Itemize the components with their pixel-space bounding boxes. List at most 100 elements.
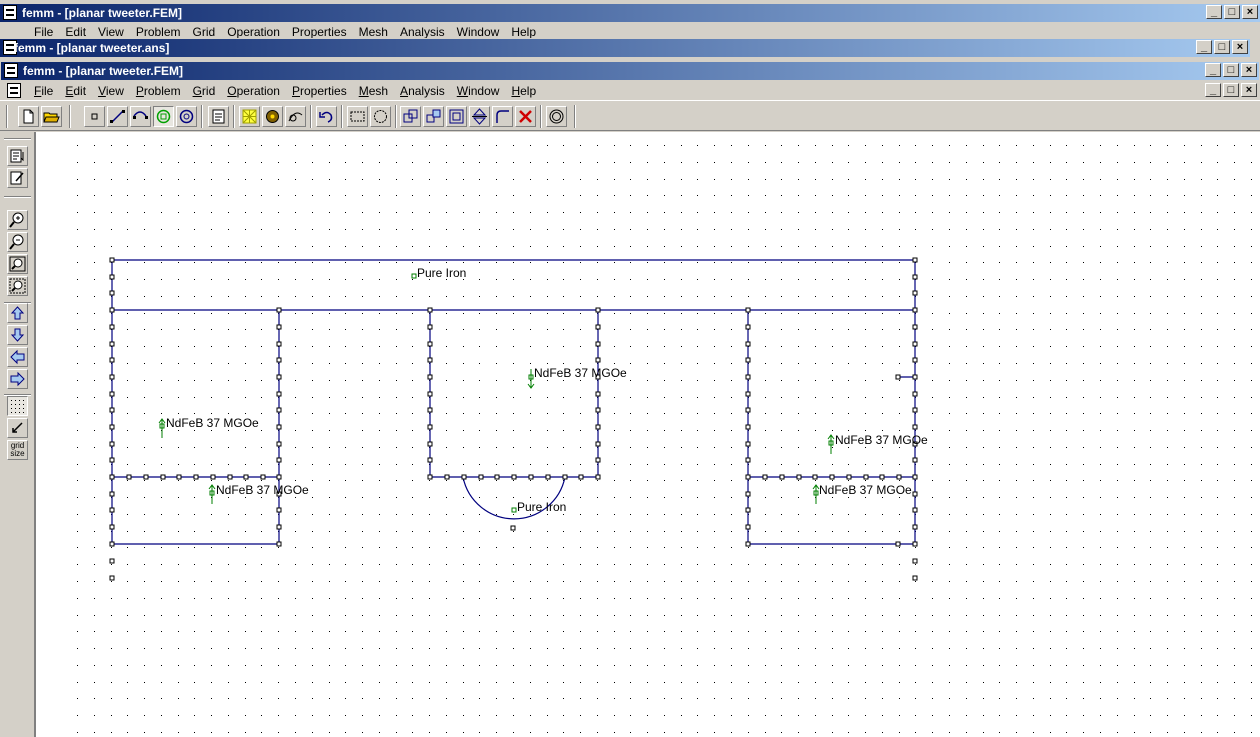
ans-maximize-button[interactable]: □ <box>1214 40 1230 54</box>
maximize-button[interactable]: □ <box>1224 5 1240 19</box>
undo-icon[interactable] <box>316 106 337 127</box>
block-label-ndfeb-left[interactable]: NdFeB 37 MGOe <box>158 416 259 438</box>
geometry <box>111 259 916 545</box>
node-mode-icon[interactable] <box>84 106 105 127</box>
back-menu-problem[interactable]: Problem <box>135 25 181 38</box>
minimize-button[interactable]: _ <box>1206 5 1222 19</box>
fem-maximize-button[interactable]: □ <box>1223 63 1239 77</box>
back-window-titlebar[interactable]: femm - [planar tweeter.FEM] _ □ × <box>0 4 1260 22</box>
back-menu-grid[interactable]: Grid <box>192 25 216 38</box>
pan-up-icon[interactable] <box>7 303 28 323</box>
create-mesh-icon[interactable] <box>239 106 260 127</box>
geometry-nodes <box>109 257 918 581</box>
close-button[interactable]: × <box>1242 5 1258 19</box>
label-pure-iron-bottom: Pure Iron <box>517 500 566 514</box>
label-ndfeb-center: NdFeB 37 MGOe <box>534 366 627 380</box>
drawing-canvas[interactable]: Pure Iron NdFeB 37 MGOe NdFeB 37 MGOe Nd… <box>35 132 1260 737</box>
ans-system-icon[interactable] <box>3 40 17 55</box>
ans-window-titlebar[interactable]: femm - [planar tweeter.ans] _ □ × <box>0 39 1250 57</box>
view-results-icon[interactable] <box>285 106 306 127</box>
back-menu-operation[interactable]: Operation <box>227 25 280 38</box>
fem-window-titlebar[interactable]: femm - [planar tweeter.FEM] _ □ × <box>1 62 1259 80</box>
mdi-restore-button[interactable]: □ <box>1223 83 1239 97</box>
select-box-icon[interactable] <box>347 106 368 127</box>
segment-mode-icon[interactable] <box>107 106 128 127</box>
scale-icon[interactable] <box>446 106 467 127</box>
geometry-drawing[interactable]: Pure Iron NdFeB 37 MGOe NdFeB 37 MGOe Nd… <box>36 132 1260 737</box>
mdi-minimize-button[interactable]: _ <box>1205 83 1221 97</box>
block-label-ndfeb-center[interactable]: NdFeB 37 MGOe <box>527 366 627 389</box>
back-menu-file[interactable]: File <box>34 25 54 38</box>
pan-down-icon[interactable] <box>7 325 28 345</box>
back-menu-window[interactable]: Window <box>456 25 500 38</box>
label-ndfeb-right: NdFeB 37 MGOe <box>835 433 928 447</box>
ans-minimize-button[interactable]: _ <box>1196 40 1212 54</box>
menu-problem[interactable]: Problem <box>135 84 181 98</box>
fem-system-icon[interactable] <box>4 63 18 78</box>
show-grid-icon[interactable] <box>7 396 28 416</box>
fem-window-title: femm - [planar tweeter.FEM] <box>23 64 184 78</box>
copy-icon[interactable] <box>400 106 421 127</box>
group-mode-icon[interactable] <box>176 106 197 127</box>
open-folder-icon[interactable] <box>41 106 62 127</box>
block-label-mode-icon[interactable] <box>153 106 174 127</box>
run-analysis-icon[interactable] <box>262 106 283 127</box>
edit-properties-icon[interactable] <box>7 168 28 188</box>
mdi-close-button[interactable]: × <box>1241 83 1257 97</box>
back-menu-view[interactable]: View <box>98 25 124 38</box>
label-ndfeb-left: NdFeB 37 MGOe <box>166 416 259 430</box>
fem-minimize-button[interactable]: _ <box>1205 63 1221 77</box>
grid-size-icon[interactable]: grid size <box>7 440 28 460</box>
menu-file[interactable]: File <box>34 84 54 98</box>
block-label-ndfeb-right[interactable]: NdFeB 37 MGOe <box>827 433 928 454</box>
mirror-icon[interactable] <box>469 106 490 127</box>
main-toolbar <box>0 100 1260 131</box>
label-ndfeb-right-bottom: NdFeB 37 MGOe <box>819 483 912 497</box>
block-label-pure-iron-bottom[interactable]: Pure Iron <box>511 500 566 514</box>
ans-close-button[interactable]: × <box>1232 40 1248 54</box>
view-toolbar: grid size <box>0 132 35 737</box>
back-window-title: femm - [planar tweeter.FEM] <box>22 6 183 20</box>
menu-edit[interactable]: Edit <box>65 84 87 98</box>
block-label-ndfeb-right-bottom[interactable]: NdFeB 37 MGOe <box>812 483 912 504</box>
zoom-natural-icon[interactable] <box>7 254 28 274</box>
delete-icon[interactable] <box>515 106 536 127</box>
back-menu-mesh[interactable]: Mesh <box>358 25 388 38</box>
back-menu-analysis[interactable]: Analysis <box>399 25 445 38</box>
menu-analysis[interactable]: Analysis <box>400 84 445 98</box>
block-label-pure-iron-top[interactable]: Pure Iron <box>411 266 466 280</box>
move-icon[interactable] <box>423 106 444 127</box>
block-label-ndfeb-left-bottom[interactable]: NdFeB 37 MGOe <box>208 483 309 504</box>
fillet-icon[interactable] <box>492 106 513 127</box>
fem-close-button[interactable]: × <box>1241 63 1257 77</box>
open-boundary-icon[interactable] <box>546 106 567 127</box>
app-system-icon[interactable] <box>3 5 17 20</box>
ans-window-title: femm - [planar tweeter.ans] <box>14 41 170 55</box>
pan-left-icon[interactable] <box>7 347 28 367</box>
label-ndfeb-left-bottom: NdFeB 37 MGOe <box>216 483 309 497</box>
snap-grid-icon[interactable] <box>7 418 28 438</box>
pan-right-icon[interactable] <box>7 369 28 389</box>
block-labels: Pure Iron NdFeB 37 MGOe NdFeB 37 MGOe Nd… <box>158 266 928 514</box>
zoom-in-icon[interactable] <box>7 210 28 230</box>
back-menu-help[interactable]: Help <box>511 25 536 38</box>
zoom-window-icon[interactable] <box>7 276 28 296</box>
menu-help[interactable]: Help <box>511 84 537 98</box>
document-system-icon[interactable] <box>7 83 21 98</box>
properties-icon[interactable] <box>208 106 229 127</box>
menu-window[interactable]: Window <box>456 84 500 98</box>
back-menu-properties[interactable]: Properties <box>291 25 347 38</box>
menu-mesh[interactable]: Mesh <box>358 84 389 98</box>
new-file-icon[interactable] <box>18 106 39 127</box>
arc-segment-mode-icon[interactable] <box>130 106 151 127</box>
back-menu-edit[interactable]: Edit <box>65 25 87 38</box>
menu-view[interactable]: View <box>98 84 124 98</box>
menu-properties[interactable]: Properties <box>291 84 347 98</box>
main-menubar: File Edit View Problem Grid Operation Pr… <box>0 81 1260 100</box>
menu-operation[interactable]: Operation <box>227 84 280 98</box>
back-window-menubar: File Edit View Problem Grid Operation Pr… <box>0 22 1260 38</box>
select-circle-icon[interactable] <box>370 106 391 127</box>
show-block-names-icon[interactable] <box>7 146 28 166</box>
menu-grid[interactable]: Grid <box>192 84 216 98</box>
zoom-out-icon[interactable] <box>7 232 28 252</box>
